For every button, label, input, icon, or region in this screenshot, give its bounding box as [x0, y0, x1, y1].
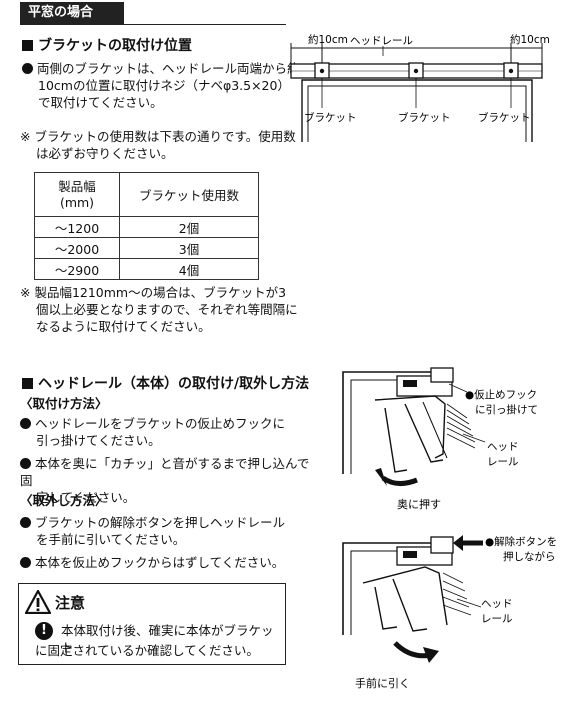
bullet-icon	[20, 418, 31, 429]
remove-method-title: 〈取外し方法〉	[20, 493, 108, 508]
exclamation-icon: !	[35, 622, 53, 640]
square-bullet-icon	[22, 378, 33, 389]
section-tag: 平窓の場合	[20, 2, 124, 24]
caution-text: 本体取付け後、確実に本体がブラケット	[61, 623, 274, 655]
bullet-icon	[20, 458, 31, 469]
bullet-icon	[22, 63, 33, 74]
bracket-icon	[408, 62, 424, 79]
remove-steps: ブラケットの解除ボタンを押しヘッドレール を手前に引いてください。 本体を仮止め…	[20, 514, 320, 571]
bracket-position-heading: ブラケットの取付け位置	[22, 35, 192, 55]
headrail-label-line2: レール	[487, 456, 519, 468]
bracket-label: ブラケット	[478, 111, 531, 124]
bracket-label: ブラケット	[304, 111, 357, 124]
headrail-label-line1: ヘッド	[481, 598, 513, 610]
table-row: 〜1200 2個	[34, 216, 259, 238]
pull-label: 手前に引く	[355, 676, 410, 690]
pull-arrow-icon	[423, 647, 439, 663]
caution-title: 注意	[55, 594, 86, 612]
attach-method-title: 〈取付け方法〉	[20, 396, 108, 411]
table-header-row: 製品幅 (mm) ブラケット使用数	[34, 172, 259, 217]
table-header-width: 製品幅 (mm)	[34, 172, 120, 217]
bullet-icon	[20, 517, 31, 528]
hook-label-line1: ●仮止めフック	[465, 388, 537, 401]
caution-box: 注意 ! 本体取付け後、確実に本体がブラケット に固定されているか確認してくださ…	[18, 583, 286, 665]
bracket-icon	[314, 62, 330, 79]
headrail-label-line1: ヘッド	[487, 441, 519, 453]
table-header-count: ブラケット使用数	[119, 172, 259, 217]
dimension-left-label: 約10cm	[308, 33, 348, 46]
table-row: 〜2900 4個	[34, 258, 259, 280]
release-button-label-line2: 押しながら	[503, 550, 556, 563]
caution-text-line2: に固定されているか確認してください。	[35, 643, 259, 658]
headrail-label: ヘッドレール	[350, 35, 413, 47]
push-arrow-icon	[375, 468, 387, 486]
attach-steps: ヘッドレールをブラケットの仮止めフックに 引っ掛けてください。 本体を奥に「カチ…	[20, 416, 310, 505]
square-bullet-icon	[22, 40, 33, 51]
multi-bracket-note: ※ 製品幅1210mm〜の場合は、ブラケットが3 個以上必要となりますので、それ…	[20, 285, 298, 334]
bracket-label: ブラケット	[398, 111, 451, 124]
bracket-usage-note: ※ ブラケットの使用数は下表の通りです。使用数 は必ずお守りください。	[20, 129, 296, 161]
press-arrow-icon	[453, 535, 463, 551]
headrail-label-line2: レール	[481, 613, 513, 625]
headrail-heading: ヘッドレール（本体）の取付け/取外し方法	[22, 373, 309, 393]
bullet-icon	[20, 557, 31, 568]
bracket-position-diagram: 約10cm ヘッドレール 約10cm ブラケット ブラケット ブラケット	[290, 33, 550, 142]
warning-triangle-icon	[25, 590, 51, 614]
push-label: 奥に押す	[397, 497, 441, 511]
bracket-position-text: 両側のブラケットは、ヘッドレール両端から約 10cmの位置に取付けネジ（ナベφ3…	[22, 60, 322, 111]
bracket-count-table: 製品幅 (mm) ブラケット使用数 〜1200 2個 〜2000 3個 〜290…	[34, 172, 259, 280]
remove-diagram: ●解除ボタンを 押しながら ヘッド レール 手前に引く	[342, 535, 557, 690]
release-button-label-line1: ●解除ボタンを	[485, 535, 557, 548]
attach-diagram: ●仮止めフック に引っ掛けて ヘッド レール 奥に押す	[342, 367, 538, 511]
section-divider	[20, 24, 286, 25]
table-row: 〜2000 3個	[34, 237, 259, 259]
bracket-icon	[503, 62, 519, 79]
dimension-right-label: 約10cm	[510, 33, 550, 46]
hook-label-line2: に引っ掛けて	[475, 403, 538, 416]
